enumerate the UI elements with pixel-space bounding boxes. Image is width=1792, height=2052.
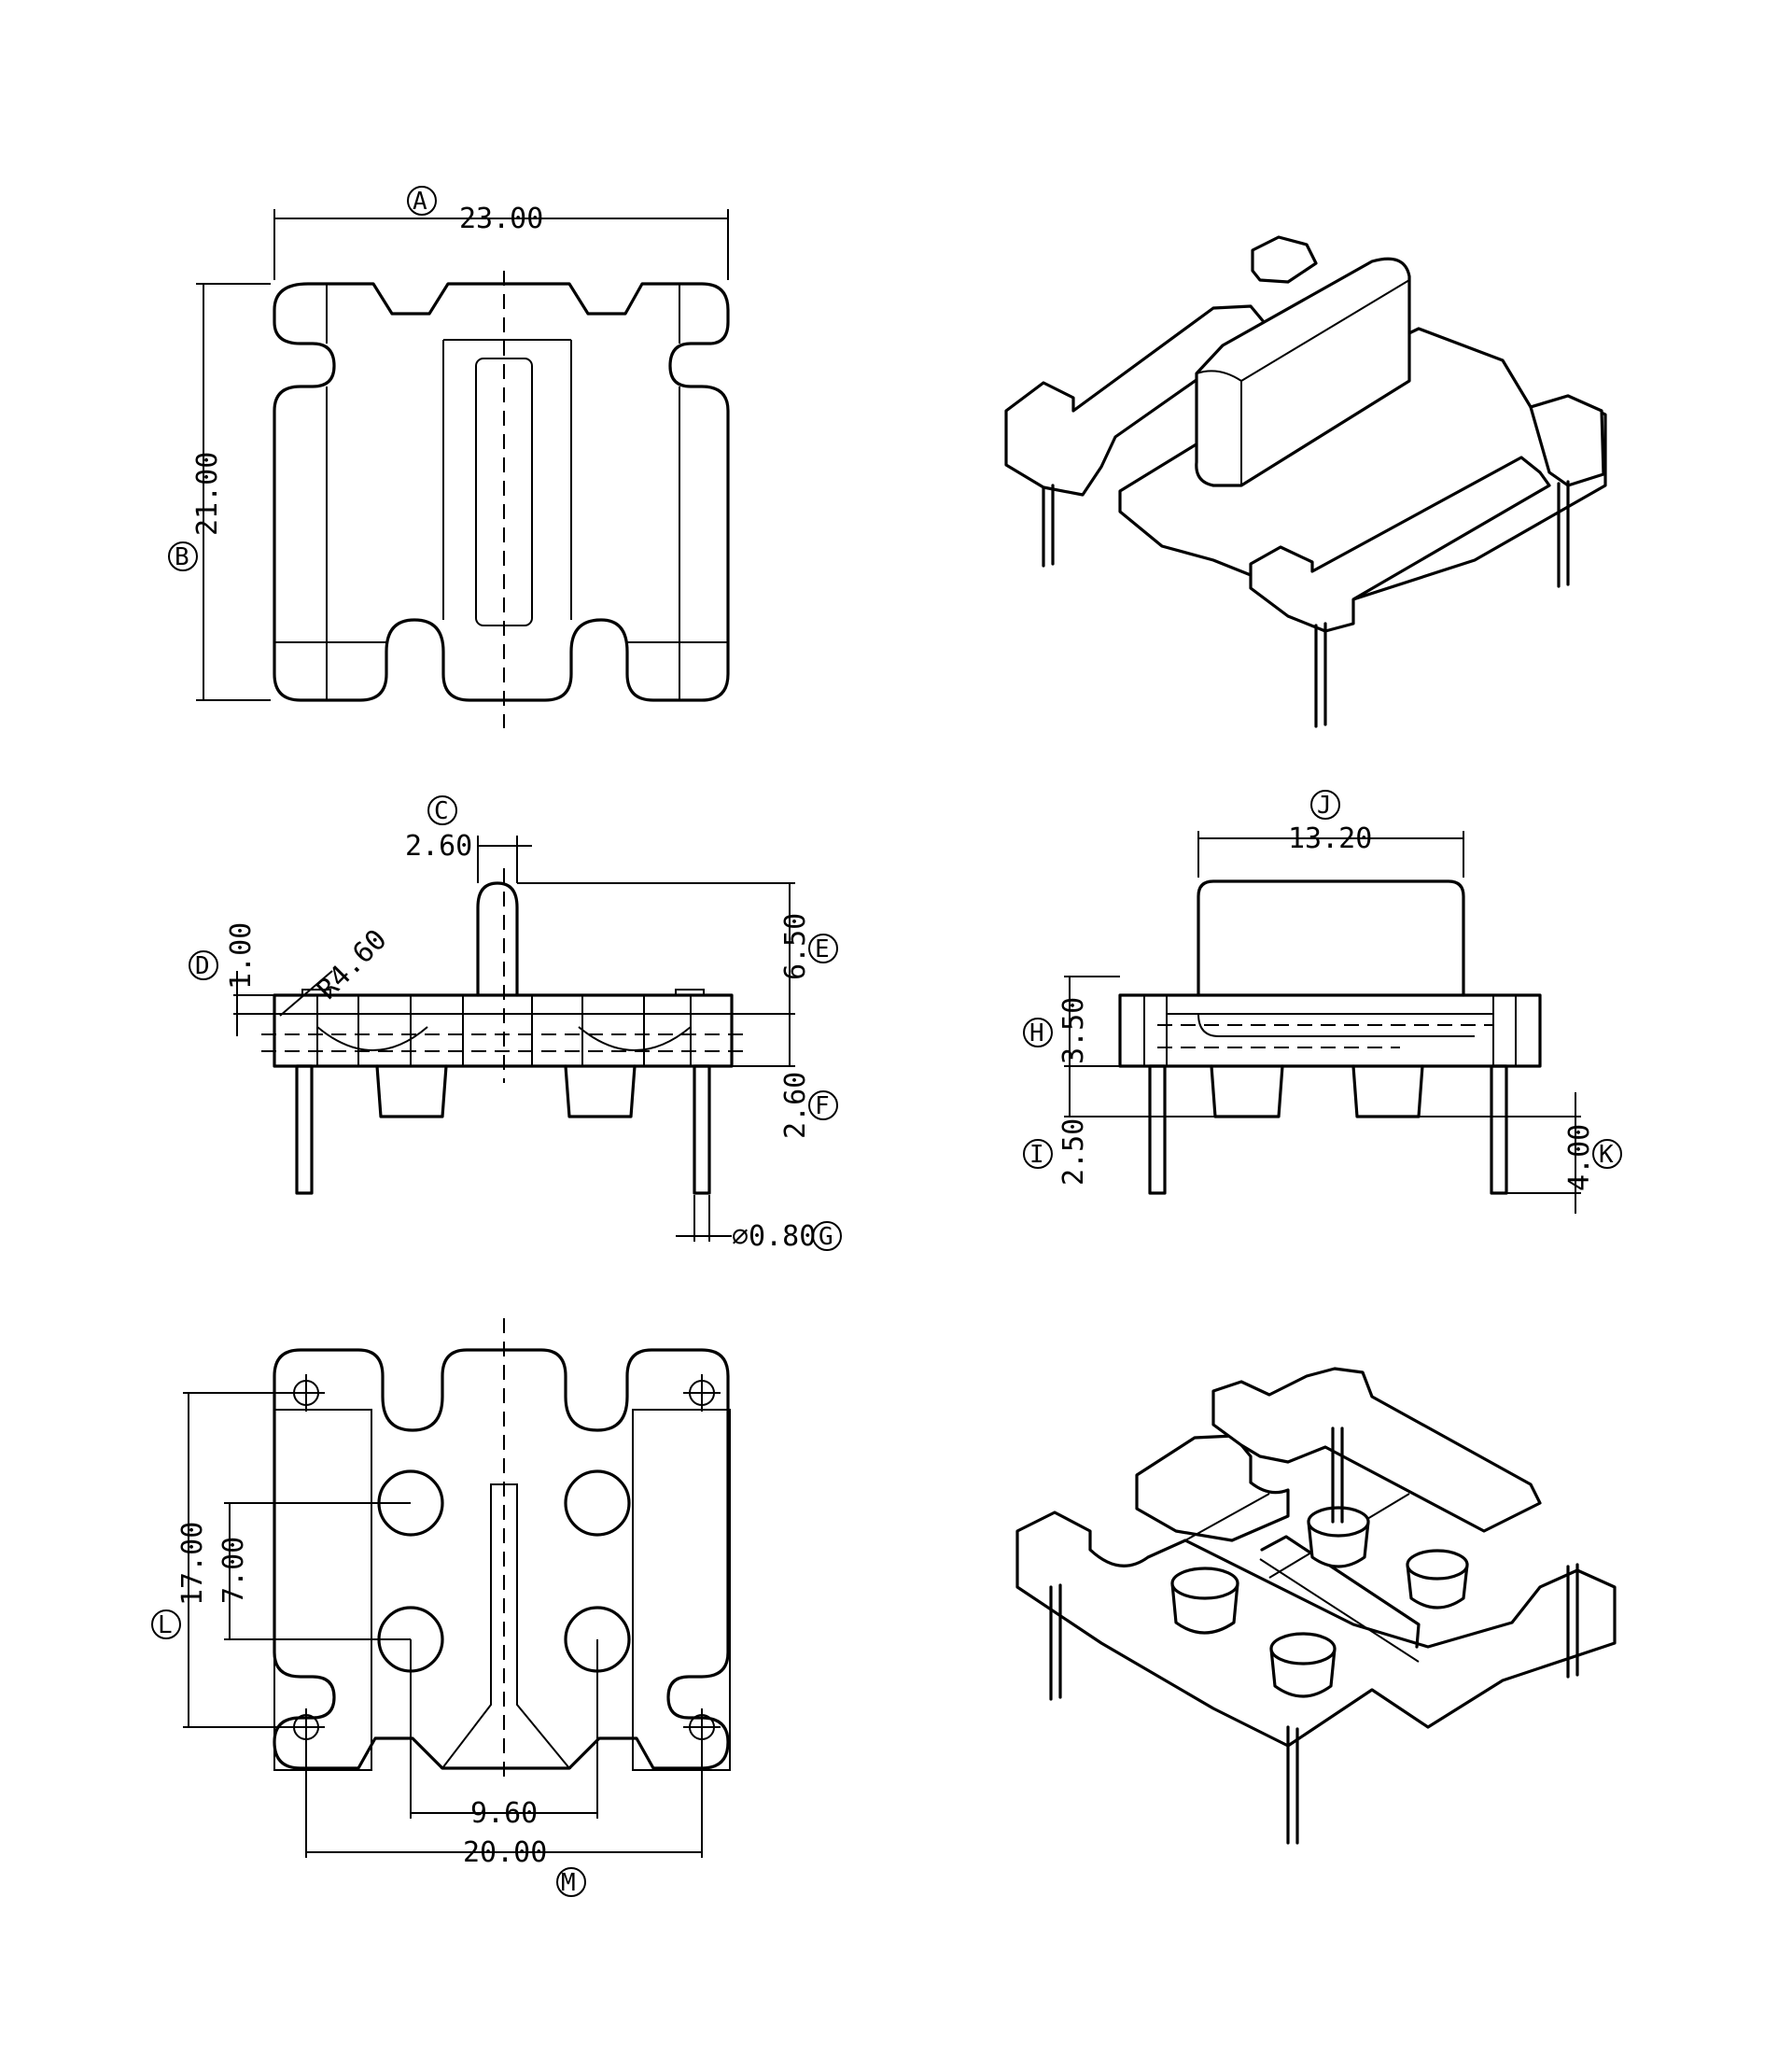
front-view: 2.60 C 6.50 E 2.60 F 1.00 D R4.60 ∅0.80 … bbox=[189, 795, 842, 1253]
dim-a-value: 23.00 bbox=[459, 203, 543, 235]
iso-bottom-standoff-2 bbox=[1269, 1632, 1337, 1698]
iso-bottom-rib bbox=[1260, 1535, 1421, 1649]
label-h: H bbox=[1029, 1019, 1044, 1047]
label-g: G bbox=[819, 1223, 833, 1251]
dim-hole-spacing-value: 9.60 bbox=[470, 1797, 538, 1830]
label-i: I bbox=[1029, 1141, 1044, 1169]
side-view: 13.20 J 3.50 H 2.50 I 4.00 K bbox=[1023, 790, 1622, 1214]
label-m: M bbox=[561, 1869, 576, 1897]
dim-c-value: 2.60 bbox=[405, 830, 472, 863]
bottom-view-outline bbox=[273, 1348, 730, 1770]
label-d: D bbox=[195, 952, 210, 980]
top-view-inner-right bbox=[627, 284, 728, 700]
dim-b-value: 21.00 bbox=[191, 452, 224, 536]
label-l: L bbox=[158, 1611, 173, 1639]
iso-top-base bbox=[1118, 327, 1607, 609]
iso-bottom-standoff-1 bbox=[1170, 1567, 1239, 1635]
iso-top-right-flange bbox=[1249, 456, 1551, 633]
dim-inner-pitch-value: 7.00 bbox=[217, 1537, 250, 1604]
dim-e-value: 6.50 bbox=[779, 913, 812, 980]
iso-bottom-standoff-3 bbox=[1307, 1506, 1370, 1568]
bottom-view-rib bbox=[440, 1483, 572, 1769]
iso-bottom-standoff-4 bbox=[1406, 1549, 1469, 1609]
label-k: K bbox=[1599, 1141, 1614, 1169]
iso-bottom-back-wall bbox=[1211, 1367, 1542, 1533]
dim-g-value: ∅0.80 bbox=[732, 1220, 816, 1253]
iso-top-core bbox=[1195, 257, 1411, 487]
bottom-view: 17.00 L 7.00 9.60 20.00 M bbox=[151, 1318, 731, 1897]
iso-top-view bbox=[1004, 235, 1607, 728]
side-view-standoff-left bbox=[1210, 1064, 1284, 1118]
bottom-view-rail-left bbox=[273, 1409, 372, 1771]
dim-h-value: 3.50 bbox=[1057, 997, 1090, 1064]
side-view-base bbox=[1118, 993, 1542, 1068]
iso-top-front-post bbox=[1529, 394, 1605, 487]
label-e: E bbox=[815, 935, 830, 963]
front-view-pin-right bbox=[693, 1064, 711, 1195]
dim-m-value: 20.00 bbox=[463, 1836, 547, 1869]
front-view-standoff-right bbox=[564, 1064, 637, 1118]
label-b: B bbox=[175, 543, 189, 571]
label-f: F bbox=[815, 1092, 830, 1120]
dim-k-value: 4.00 bbox=[1563, 1124, 1596, 1191]
iso-bottom-left-wall bbox=[1135, 1434, 1290, 1542]
iso-bottom-view bbox=[1015, 1367, 1617, 1845]
dim-f-value: 2.60 bbox=[779, 1072, 812, 1139]
label-j: J bbox=[1317, 792, 1332, 820]
front-view-post bbox=[476, 881, 519, 997]
label-a: A bbox=[413, 188, 427, 216]
label-c: C bbox=[434, 797, 449, 825]
dim-radius-value: R4.60 bbox=[311, 923, 394, 1006]
side-view-core bbox=[1197, 879, 1465, 997]
front-view-pin-left bbox=[295, 1064, 314, 1195]
top-view-inner-left bbox=[274, 284, 386, 700]
side-view-pin-right bbox=[1490, 1064, 1508, 1195]
dim-l-value: 17.00 bbox=[176, 1522, 209, 1606]
dim-d-value: 1.00 bbox=[225, 922, 258, 990]
bottom-view-pin-2 bbox=[683, 1374, 721, 1412]
front-view-standoff-left bbox=[375, 1064, 448, 1118]
top-view-core bbox=[442, 339, 572, 620]
bottom-view-rail-right bbox=[632, 1409, 731, 1771]
iso-top-back-post bbox=[1251, 235, 1318, 284]
side-view-standoff-right bbox=[1351, 1064, 1424, 1118]
side-view-pin-left bbox=[1148, 1064, 1167, 1195]
top-view-outline bbox=[273, 282, 730, 702]
dim-j-value: 13.20 bbox=[1288, 822, 1372, 855]
iso-bottom-base bbox=[1015, 1511, 1617, 1748]
dim-i-value: 2.50 bbox=[1057, 1118, 1090, 1186]
top-view: A 23.00 21.00 B bbox=[168, 186, 730, 728]
bottom-view-standoff-2 bbox=[564, 1469, 631, 1537]
